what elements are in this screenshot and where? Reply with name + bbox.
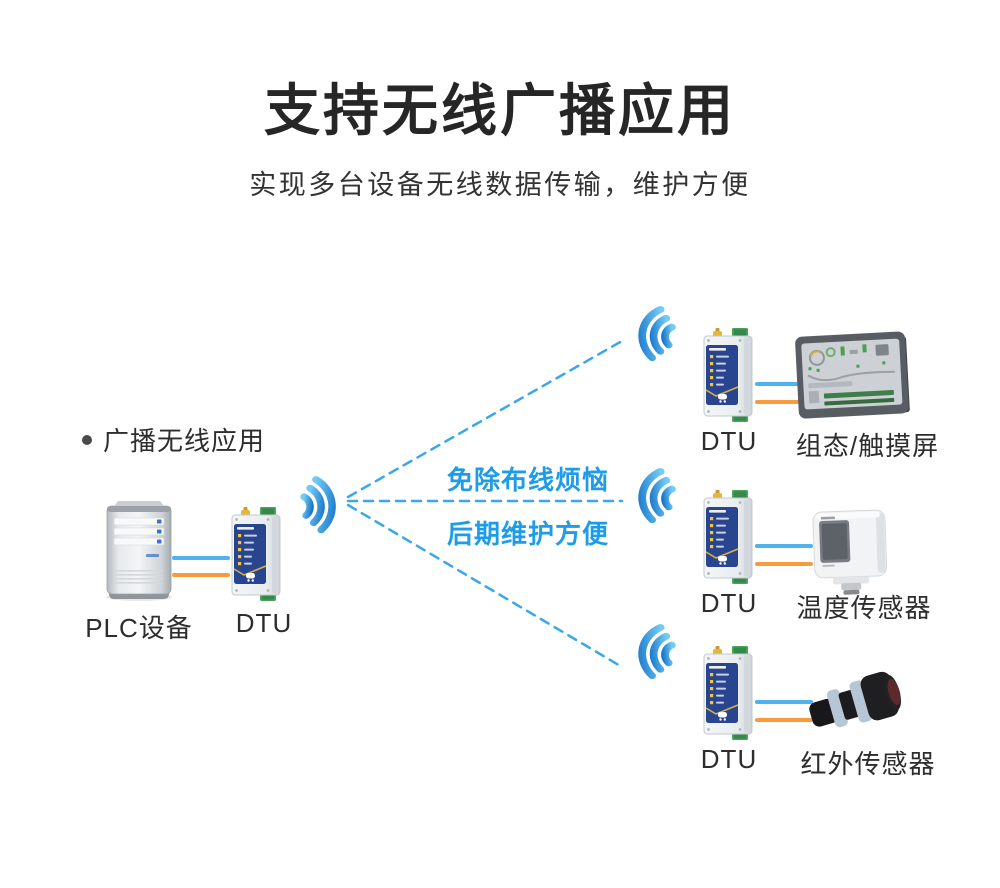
plc-tower-graphic xyxy=(106,501,172,601)
dtu-source-label: DTU xyxy=(235,608,293,638)
receiver-row-hmi: DTU 组态/触摸屏 xyxy=(632,300,980,472)
section-caption: 广播无线应用 xyxy=(82,421,265,458)
dashed-line-bottom xyxy=(346,503,624,669)
dtu-logo-icon xyxy=(246,573,255,582)
wire-blue xyxy=(755,700,813,704)
section-caption-label: 广播无线应用 xyxy=(103,426,266,456)
wifi-waves-left-icon xyxy=(638,624,676,680)
wire-orange-source xyxy=(172,573,230,577)
plc-vents xyxy=(115,570,163,584)
receiver-row-temperature: DTU 温度传感器 xyxy=(632,462,980,634)
dtu-led-indicators xyxy=(710,355,729,387)
wifi-waves-right-icon xyxy=(300,476,336,534)
dtu-led-indicators xyxy=(238,534,257,566)
wire-orange xyxy=(755,400,813,404)
dtu-device xyxy=(703,490,753,584)
dtu-logo-icon xyxy=(718,712,727,721)
dtu-led-indicators xyxy=(710,673,729,705)
dtu-device xyxy=(703,646,753,740)
plc-label: PLC设备 xyxy=(85,613,193,643)
target-label-temperature: 温度传感器 xyxy=(796,593,932,623)
wire-orange xyxy=(755,718,813,722)
dtu-label: DTU xyxy=(700,426,758,456)
receiver-row-infrared: DTU 红外传感器 xyxy=(632,618,980,790)
wire-blue xyxy=(755,544,813,548)
dtu-device-source xyxy=(231,507,281,601)
dtu-led-indicators xyxy=(710,517,729,549)
wire-blue xyxy=(755,382,813,386)
hmi-indicator-dots xyxy=(808,361,886,372)
infrared-sensor-graphic xyxy=(809,671,902,728)
hmi-touchscreen-graphic xyxy=(795,331,910,419)
target-label-hmi: 组态/触摸屏 xyxy=(795,431,940,461)
wifi-waves-left-icon xyxy=(638,468,676,524)
plc-drive-bays xyxy=(113,517,165,546)
wifi-waves-left-icon xyxy=(638,306,676,362)
temperature-sensor-graphic xyxy=(812,509,888,595)
wire-blue-source xyxy=(172,556,230,560)
benefit-text-1: 免除布线烦恼 xyxy=(446,465,609,495)
bullet-dot-icon xyxy=(82,434,92,445)
wire-orange xyxy=(755,562,813,566)
page-title: 支持无线广播应用 xyxy=(264,79,736,142)
page-subtitle: 实现多台设备无线数据传输，维护方便 xyxy=(249,170,751,200)
dtu-logo-icon xyxy=(718,394,727,403)
dtu-device xyxy=(703,328,753,422)
dtu-label: DTU xyxy=(700,744,758,774)
target-label-infrared: 红外传感器 xyxy=(800,749,936,779)
dtu-label: DTU xyxy=(700,588,758,618)
dtu-logo-icon xyxy=(718,556,727,565)
benefit-text-2: 后期维护方便 xyxy=(446,519,609,549)
dashed-line-top xyxy=(346,339,624,499)
